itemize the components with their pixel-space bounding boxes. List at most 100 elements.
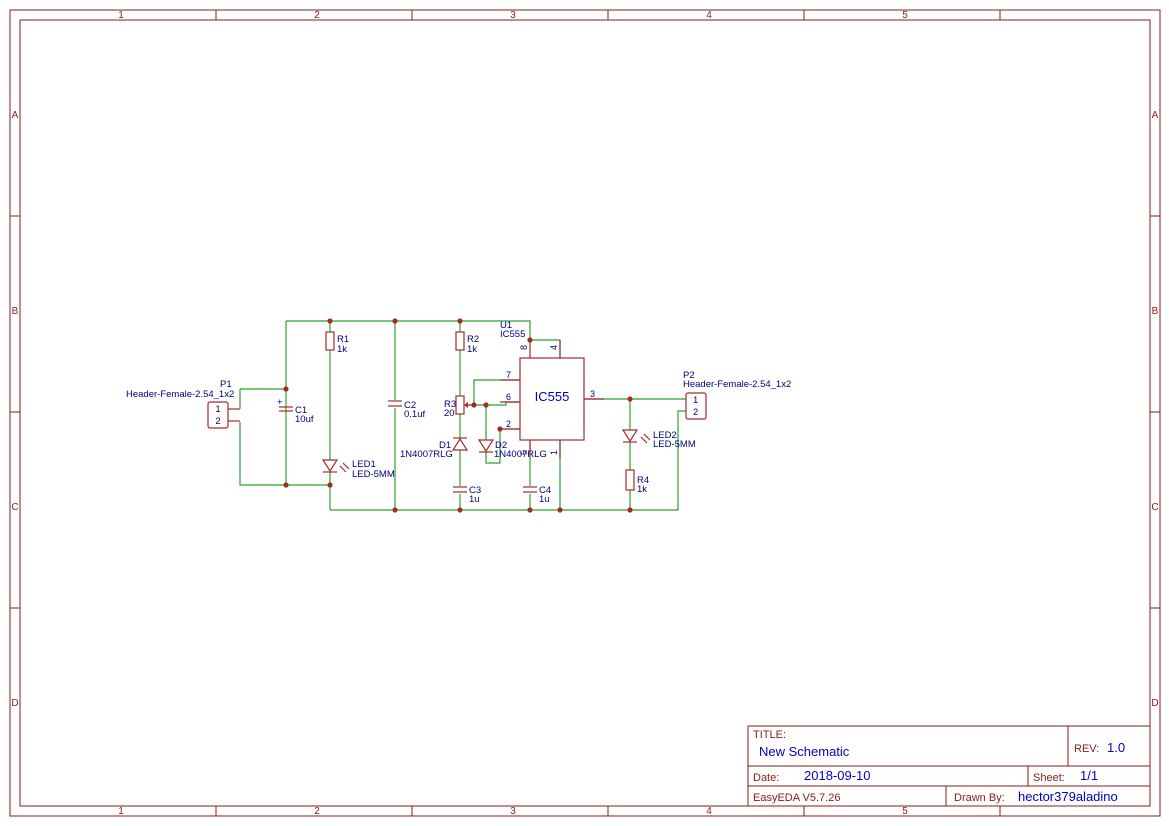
col-label-top-4: 4 [706,10,712,21]
date-label: Date: [753,772,779,784]
p1-pin1-label: 1 [215,404,220,415]
p2-ref: P2 [683,370,695,381]
led1-ref: LED1 [352,459,376,470]
p1-ref: P1 [220,379,232,390]
c2-capacitor[interactable]: C2 0.1uf [388,400,425,420]
p2-pin1-label: 1 [693,395,698,406]
r3-potentiometer[interactable]: R3 20 [444,395,474,419]
u1-pin2-label: 2 [506,419,511,429]
led2[interactable]: LED2 LED-5MM [621,429,696,450]
rev-label: REV: [1074,743,1099,755]
r3-ref: R3 [444,399,456,410]
r2-resistor[interactable]: R2 1k [455,331,479,355]
p1-value: Header-Female-2.54_1x2 [126,389,234,400]
r2-ref: R2 [467,334,479,345]
c1-polarity: + [277,397,283,408]
row-label-left-b: B [12,306,19,317]
d2-diode[interactable]: D2 1N4007RLG [477,439,547,460]
c1-value: 10uf [295,414,314,425]
r3-value: 20 [444,408,455,419]
c4-value: 1u [539,494,550,505]
inner-border [19,19,1151,807]
r4-resistor[interactable]: R4 1k [625,469,649,495]
row-dividers [10,215,1160,609]
d1-value: 1N4007RLG [400,449,453,460]
led1-value: LED-5MM [352,469,395,480]
c3-capacitor[interactable]: C3 1u [453,485,481,505]
col-label-bottom-1: 1 [118,806,124,817]
c3-ref: C3 [469,485,481,496]
p2-value: Header-Female-2.54_1x2 [683,379,791,390]
row-label-right-a: A [1152,110,1159,121]
p1-header[interactable]: 1 2 P1 Header-Female-2.54_1x2 [126,379,241,429]
wire-c1 [239,321,330,486]
drawn-by-label: Drawn By: [954,792,1005,804]
r4-value: 1k [637,484,647,495]
drawn-by-value: hector379aladino [1018,789,1118,804]
d1-diode[interactable]: D1 1N4007RLG [400,437,469,460]
u1-ic555[interactable]: IC555 U1 IC555 8 4 7 6 2 3 5 1 [500,320,604,458]
u1-pin5-label: 5 [519,450,529,455]
r1-ref: R1 [337,334,349,345]
u1-pin3-label: 3 [590,389,595,399]
software-label: EasyEDA V5.7.26 [753,792,840,804]
col-label-top-5: 5 [902,10,908,21]
sheet-frame: 1 2 3 4 5 1 2 3 4 5 A B C D A B C D [9,9,1161,817]
title-value: New Schematic [759,744,850,759]
p2-pin2-label: 2 [693,407,698,418]
title-label: TITLE: [753,729,786,741]
r1-value: 1k [337,344,347,355]
u1-pin4-label: 4 [549,345,559,350]
c4-capacitor[interactable]: C4 1u [523,485,551,505]
c2-value: 0.1uf [404,409,425,420]
r4-ref: R4 [637,475,649,486]
row-label-right-d: D [1151,698,1158,709]
c1-ref: C1 [295,405,307,416]
c4-ref: C4 [539,485,551,496]
c3-value: 1u [469,494,480,505]
u1-pin7-label: 7 [506,370,511,380]
c1-capacitor[interactable]: + C1 10uf [277,397,314,425]
u1-body-label: IC555 [535,389,570,404]
outer-border [9,9,1161,817]
led1[interactable]: LED1 LED-5MM [321,459,395,480]
col-label-top-1: 1 [118,10,124,21]
title-block: TITLE: New Schematic REV: 1.0 Date: 2018… [747,725,1151,807]
col-label-bottom-3: 3 [510,806,516,817]
wire-pin7 [473,379,520,405]
u1-pin8-label: 8 [519,345,529,350]
r2-value: 1k [467,344,477,355]
sheet-label: Sheet: [1033,772,1065,784]
row-label-left-d: D [11,698,18,709]
row-label-right-c: C [1151,502,1158,513]
led2-ref: LED2 [653,430,677,441]
u1-value: IC555 [500,329,525,340]
wire-gnd-rail [330,410,686,511]
row-label-right-b: B [1152,306,1159,317]
col-label-bottom-4: 4 [706,806,712,817]
p2-header[interactable]: 1 2 P2 Header-Female-2.54_1x2 [683,370,791,420]
col-label-top-2: 2 [314,10,320,21]
d2-value: 1N4007RLG [494,449,547,460]
column-dividers [215,10,1001,816]
u1-ref: U1 [500,320,512,331]
u1-pin6-label: 6 [506,392,511,402]
junctions [283,318,633,513]
d2-ref: D2 [495,440,507,451]
p1-pin2-label: 2 [215,416,220,427]
led2-value: LED-5MM [653,439,696,450]
row-label-left-a: A [12,110,19,121]
d1-ref: D1 [439,440,451,451]
sheet-value: 1/1 [1080,768,1098,783]
rev-value: 1.0 [1107,740,1125,755]
c2-ref: C2 [404,400,416,411]
r1-resistor[interactable]: R1 1k [325,331,349,355]
col-label-top-3: 3 [510,10,516,21]
col-label-bottom-5: 5 [902,806,908,817]
u1-pin1-label: 1 [549,450,559,455]
date-value: 2018-09-10 [804,768,871,783]
row-label-left-c: C [11,502,18,513]
wire-output [584,398,686,510]
col-label-bottom-2: 2 [314,806,320,817]
